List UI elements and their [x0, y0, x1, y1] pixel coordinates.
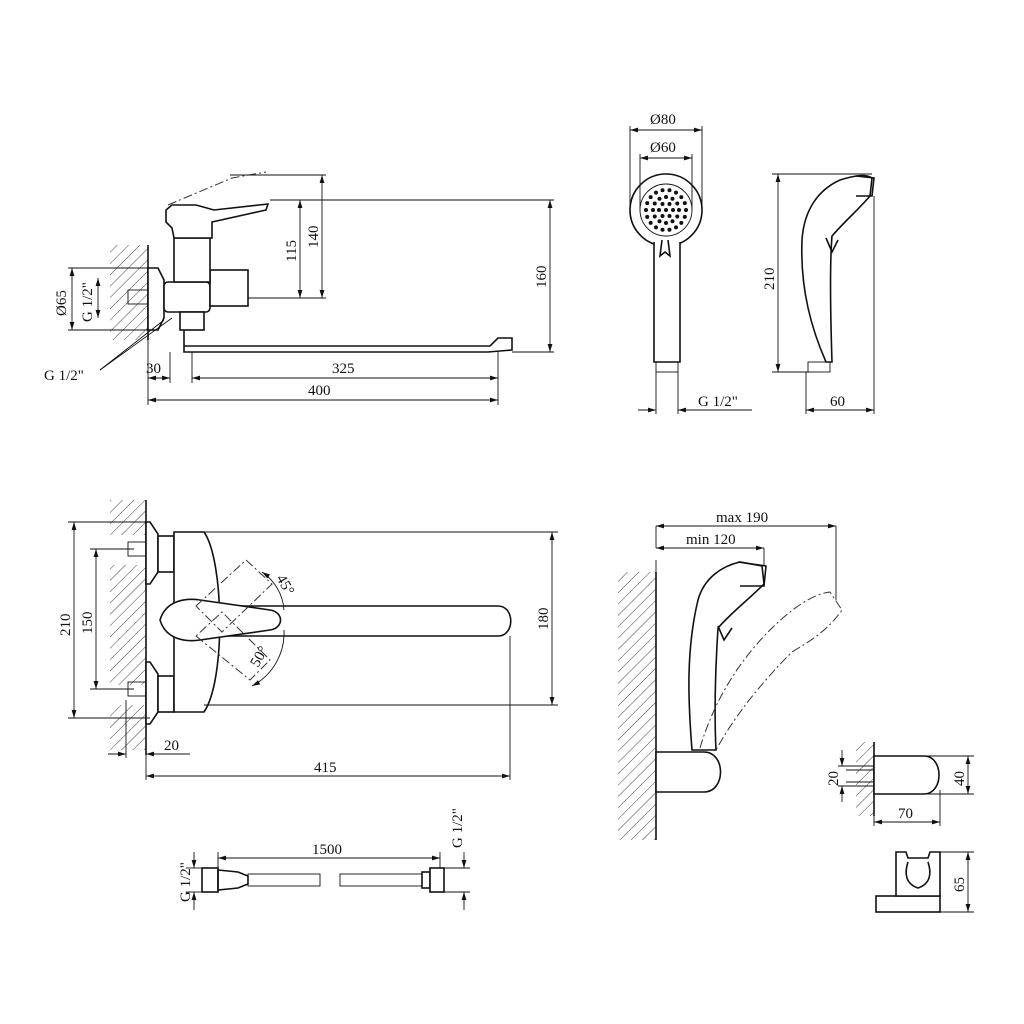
- head-side-dim210: 210: [762, 268, 778, 291]
- nozzle-dot: [654, 225, 658, 230]
- mixer-side-dim325: 325: [332, 361, 355, 377]
- nozzle-dot: [660, 201, 665, 206]
- holder-front-dim65: 65: [952, 877, 968, 892]
- nozzle-dot: [657, 219, 662, 224]
- mixer-side-thread-top: G 1/2": [80, 282, 96, 322]
- mixer-top-dim150: 150: [80, 612, 96, 635]
- nozzle-dot: [670, 196, 675, 201]
- nozzle-dot: [660, 214, 665, 219]
- nozzle-dot: [679, 220, 684, 225]
- nozzle-dot: [664, 221, 668, 225]
- holder-side-view: 20 40 70: [826, 742, 974, 826]
- wall-hatch-small: [856, 742, 874, 816]
- nozzle-dot: [675, 214, 680, 219]
- nozzle-dot: [645, 214, 650, 219]
- wall-hatch-upper: [110, 500, 146, 535]
- holder-side-dim40: 40: [952, 771, 968, 786]
- head-side-dim60: 60: [830, 394, 845, 410]
- nozzle-dot: [644, 208, 648, 212]
- nozzle-dot: [664, 208, 668, 212]
- shower-head-front-view: Ø80 Ø60 G 1/2": [629, 112, 752, 414]
- nozzle-dot: [651, 208, 655, 212]
- holder-range-min: min 120: [686, 532, 736, 548]
- nozzle-dot: [657, 208, 661, 212]
- nozzle-dot: [674, 225, 678, 230]
- nozzle-dot: [682, 201, 687, 206]
- nozzle-dot: [667, 201, 672, 206]
- head-front-dia80: Ø80: [650, 112, 676, 128]
- hose-thread-left: G 1/2": [178, 862, 194, 902]
- nozzle-dot: [679, 195, 684, 200]
- wall-hatch-lower: [110, 705, 146, 750]
- mixer-top-angle45: 45°: [273, 572, 297, 598]
- hose-thread-right: G 1/2": [450, 808, 466, 848]
- nozzle-dot: [660, 227, 665, 232]
- head-front-dia60: Ø60: [650, 140, 676, 156]
- mixer-side-dia65: Ø65: [54, 290, 70, 316]
- nozzle-dot: [675, 201, 680, 206]
- nozzle-dot: [674, 190, 678, 195]
- mixer-top-dim20: 20: [164, 738, 179, 754]
- nozzle-dot: [652, 214, 657, 219]
- nozzle-dot: [648, 195, 653, 200]
- mixer-top-view: 45° 50° 210 150 180 20 415: [58, 500, 558, 780]
- holder-side-dim20: 20: [826, 771, 842, 786]
- nozzle-dot: [667, 227, 672, 232]
- wall-hatch-holder: [618, 572, 656, 840]
- nozzle-dot: [648, 220, 653, 225]
- mixer-side-thread-bottom: G 1/2": [44, 368, 84, 384]
- mixer-side-dim115: 115: [284, 240, 300, 262]
- holder-range-max: max 190: [716, 510, 768, 526]
- nozzle-dot: [664, 195, 668, 199]
- nozzle-dot: [645, 201, 650, 206]
- nozzle-dot: [660, 188, 665, 193]
- mixer-top-dim415: 415: [314, 760, 337, 776]
- mixer-side-view: Ø65 G 1/2" G 1/2" 115 140 160 30 325 400: [44, 171, 554, 405]
- wall-hatch: [110, 245, 148, 340]
- mixer-side-dim30: 30: [146, 361, 161, 377]
- mixer-side-dim140: 140: [306, 226, 322, 249]
- head-front-thread: G 1/2": [698, 394, 738, 410]
- spray-nozzles: [644, 188, 688, 232]
- mixer-top-dim180: 180: [536, 608, 552, 631]
- holder-range-view: min 120 max 190: [618, 510, 843, 840]
- nozzle-dot: [671, 208, 675, 212]
- hose-length: 1500: [312, 842, 342, 858]
- nozzle-dot: [667, 214, 672, 219]
- nozzle-dot: [652, 201, 657, 206]
- mixer-side-dim160: 160: [534, 266, 550, 289]
- holder-side-dim70: 70: [898, 806, 913, 822]
- nozzle-dot: [657, 196, 662, 201]
- nozzle-dot: [670, 219, 675, 224]
- shower-head-side-view: 210 60: [762, 173, 875, 414]
- mixer-side-dim400: 400: [308, 383, 331, 399]
- mixer-top-angle50: 50°: [248, 644, 272, 670]
- nozzle-dot: [677, 208, 681, 212]
- nozzle-dot: [667, 188, 672, 193]
- nozzle-dot: [654, 190, 658, 195]
- mixer-top-dim210: 210: [58, 614, 74, 637]
- hose-view: 1500 G 1/2" G 1/2": [178, 808, 470, 910]
- wall-hatch-mid: [110, 565, 146, 685]
- holder-front-view: 65: [875, 851, 974, 913]
- nozzle-dot: [682, 214, 687, 219]
- nozzle-dot: [684, 208, 688, 212]
